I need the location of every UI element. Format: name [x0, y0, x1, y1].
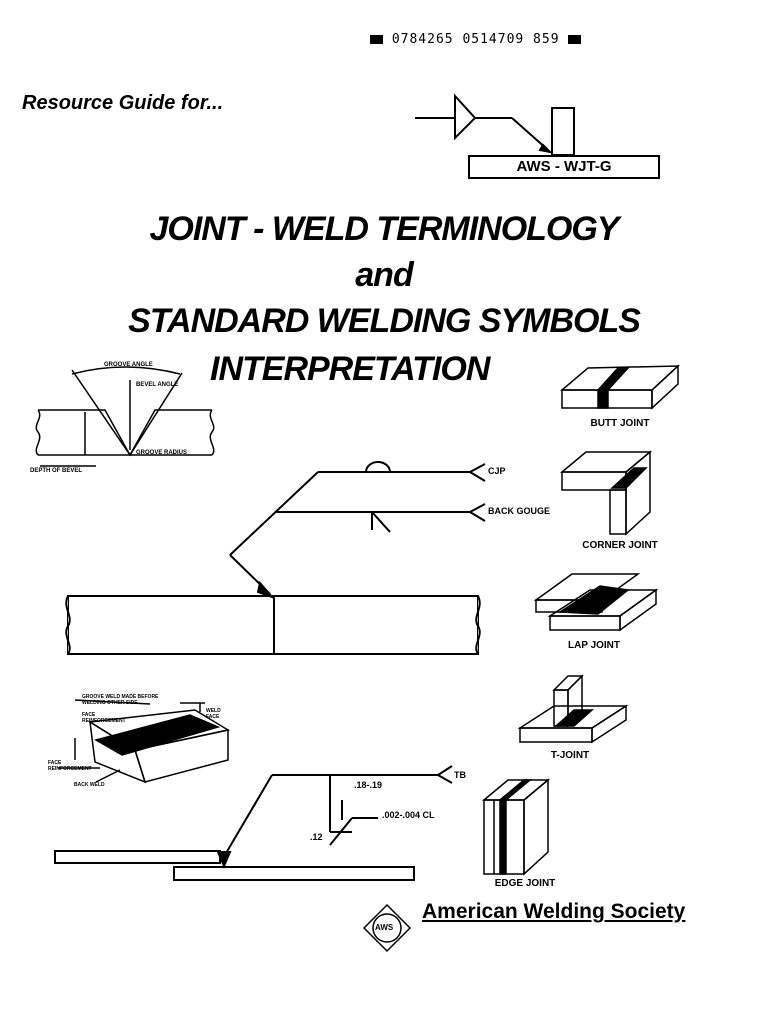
tb-dimension-1: .18-.19 [354, 780, 383, 790]
tb-dimension-2: .002-.004 CL [382, 810, 435, 820]
groove-radius-label: GROOVE RADIUS [136, 450, 188, 456]
corner-joint-drawing [559, 450, 653, 536]
society-name: American Welding Society [422, 900, 686, 923]
butt-joint-label: BUTT JOINT [590, 418, 650, 429]
edge-joint-drawing [481, 778, 551, 876]
weld-3d-diagram [58, 699, 231, 784]
groove-diagram [35, 366, 215, 467]
lap-joint-drawing [533, 573, 659, 632]
groove-angle-label: GROOVE ANGLE [104, 362, 153, 368]
bevel-angle-label: BEVEL ANGLE [136, 382, 179, 388]
resource-guide-heading: Resource Guide for... [22, 92, 224, 114]
cjp-label: CJP [488, 466, 506, 476]
cjp-symbol-diagram [65, 461, 486, 655]
root-reinforcement-label: FACE REINFORCEMENT [48, 760, 92, 772]
tb-dimension-3: .12 [310, 832, 323, 842]
title-line-2: and [355, 256, 413, 294]
weld-face-label: WELD FACE [206, 708, 221, 720]
title-line-1: JOINT - WELD TERMINOLOGY [149, 210, 620, 248]
t-joint-label: T-JOINT [550, 750, 590, 761]
lap-joint-label: LAP JOINT [567, 640, 621, 651]
barcode-block-left [370, 35, 383, 44]
barcode-number: 0784265 0514709 859 [391, 32, 560, 47]
barcode: 0784265 0514709 859 [370, 32, 582, 47]
barcode-block-right [568, 35, 582, 44]
face-reinforcement-label: FACE REINFORCEMENT [82, 712, 126, 724]
title-line-4: INTERPRETATION [210, 350, 490, 388]
back-gouge-label: BACK GOUGE [488, 506, 551, 516]
header-weld-symbol [415, 93, 575, 156]
edge-joint-label: EDGE JOINT [494, 878, 556, 889]
t-joint-drawing [517, 674, 629, 744]
aws-logo [362, 903, 412, 953]
groove-weld-note-label: GROOVE WELD MADE BEFORE WELDING OTHER SI… [82, 694, 159, 706]
tb-label: TB [454, 770, 466, 780]
back-weld-label: BACK WELD [74, 782, 105, 788]
butt-joint-drawing [559, 364, 680, 410]
title-line-3: STANDARD WELDING SYMBOLS [128, 302, 641, 340]
depth-of-bevel-label: DEPTH OF BEVEL [30, 468, 83, 474]
corner-joint-label: CORNER JOINT [582, 540, 658, 551]
aws-logo-text: AWS [375, 923, 394, 932]
tb-diagram [54, 765, 453, 881]
